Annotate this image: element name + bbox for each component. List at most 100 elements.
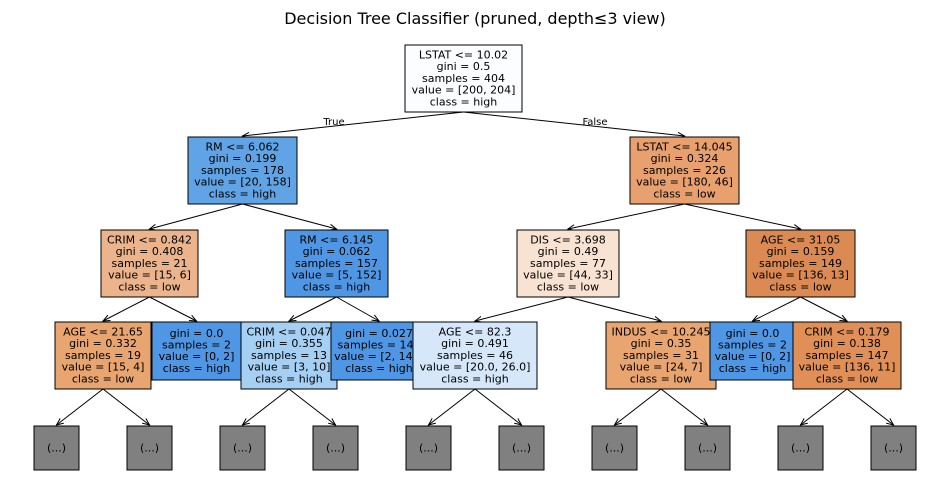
- node-box-l2: [219, 425, 266, 471]
- node-text-n4-line-1: gini = 0.062: [303, 245, 371, 258]
- tree-node-l2: (...): [219, 425, 266, 471]
- node-text-n8-line-1: samples = 2: [162, 339, 231, 352]
- node-text-n11-line-2: samples = 46: [437, 349, 513, 362]
- node-text-n6-line-2: samples = 149: [759, 257, 842, 270]
- node-box-l7: [684, 425, 731, 471]
- node-box-n10: [330, 321, 428, 381]
- node-text-n2-line-1: gini = 0.324: [651, 152, 719, 165]
- node-text-n14-line-3: value = [136, 11]: [799, 361, 896, 374]
- edge-n12-l7: [660, 388, 708, 425]
- node-text-l2-line-0: (...): [233, 441, 252, 454]
- edge-n7-l1: [102, 388, 150, 425]
- node-box-n11: [412, 321, 538, 390]
- node-text-n0-line-4: class = high: [430, 95, 498, 108]
- node-text-n10-line-2: value = [2, 142]: [334, 350, 424, 363]
- edge-n11-l5: [474, 388, 522, 425]
- node-text-n1-line-3: value = [20, 158]: [194, 176, 291, 189]
- node-box-n1: [187, 136, 298, 205]
- node-box-n9: [240, 321, 338, 390]
- node-text-n14-line-1: gini = 0.138: [813, 337, 881, 350]
- node-box-n13: [709, 321, 796, 381]
- node-text-n13-line-2: value = [0, 2]: [715, 350, 791, 363]
- edge-n5-n11: [475, 296, 569, 321]
- node-text-n6-line-0: AGE <= 31.05: [761, 233, 841, 246]
- node-text-l1-line-0: (...): [140, 441, 159, 454]
- edge-n3-n7: [103, 296, 150, 321]
- node-text-n8-line-2: value = [0, 2]: [159, 350, 235, 363]
- node-text-n4-line-3: value = [5, 152]: [292, 269, 382, 282]
- edge-n1-n3: [150, 203, 243, 229]
- node-text-n14-line-2: samples = 147: [806, 349, 889, 362]
- node-text-n14-line-4: class = low: [816, 372, 878, 385]
- node-text-n0-line-0: LSTAT <= 10.02: [419, 48, 508, 61]
- node-text-n11-line-1: gini = 0.491: [441, 337, 509, 350]
- node-text-n10-line-1: samples = 144: [338, 339, 421, 352]
- node-text-l4-line-0: (...): [419, 441, 438, 454]
- node-box-n2: [629, 136, 740, 205]
- node-text-l3-line-0: (...): [326, 441, 345, 454]
- edge-n12-l6: [615, 388, 662, 425]
- node-text-n7-line-0: AGE <= 21.65: [63, 325, 143, 338]
- node-text-n0-line-1: gini = 0.5: [437, 60, 491, 73]
- edge-label-true: True: [322, 117, 344, 128]
- node-text-n1-line-4: class = high: [209, 187, 277, 200]
- edge-n6-n14: [800, 296, 848, 321]
- node-text-n12-line-2: samples = 31: [623, 349, 699, 362]
- node-text-n3-line-1: gini = 0.408: [116, 245, 184, 258]
- node-text-n12-line-0: INDUS <= 10.245: [612, 325, 711, 338]
- node-text-n11-line-3: value = [20.0, 26.0]: [420, 361, 531, 374]
- edge-n11-l4: [429, 388, 476, 425]
- tree-node-l3: (...): [312, 425, 359, 471]
- node-text-n9-line-2: samples = 13: [251, 349, 327, 362]
- node-box-n14: [792, 321, 902, 390]
- node-box-l0: [33, 425, 80, 471]
- node-text-n4-line-4: class = high: [303, 280, 371, 293]
- node-text-n13-line-0: gini = 0.0: [726, 327, 780, 340]
- node-text-n13-line-1: samples = 2: [718, 339, 787, 352]
- node-box-n3: [100, 229, 199, 298]
- node-text-n7-line-2: samples = 19: [65, 349, 141, 362]
- node-text-n5-line-3: value = [44, 33]: [523, 269, 613, 282]
- node-text-n0-line-2: samples = 404: [422, 72, 505, 85]
- node-box-n4: [284, 229, 389, 298]
- edge-n6-n13: [753, 296, 801, 321]
- node-text-n7-line-4: class = low: [72, 372, 134, 385]
- node-text-n8-line-0: gini = 0.0: [170, 327, 224, 340]
- node-text-n6-line-1: gini = 0.159: [767, 245, 835, 258]
- node-text-n11-line-4: class = high: [441, 372, 509, 385]
- node-text-n10-line-0: gini = 0.027: [345, 327, 413, 340]
- node-text-n2-line-3: value = [180, 46]: [636, 176, 733, 189]
- node-text-n5-line-4: class = low: [537, 280, 599, 293]
- diagram-title: Decision Tree Classifier (pruned, depth≤…: [284, 9, 666, 28]
- tree-node-l7: (...): [684, 425, 731, 471]
- node-text-n9-line-1: gini = 0.355: [255, 337, 323, 350]
- node-text-n3-line-4: class = low: [118, 280, 180, 293]
- edge-n1-n4: [242, 203, 337, 229]
- node-box-l6: [591, 425, 638, 471]
- node-text-n2-line-2: samples = 226: [643, 164, 726, 177]
- edge-n0-n1: [243, 111, 464, 136]
- node-box-l1: [126, 425, 173, 471]
- node-text-n5-line-1: gini = 0.49: [538, 245, 599, 258]
- node-text-n6-line-4: class = low: [769, 280, 831, 293]
- edge-n14-l9: [846, 388, 894, 425]
- node-text-l0-line-0: (...): [47, 441, 66, 454]
- node-text-n14-line-0: CRIM <= 0.179: [805, 325, 890, 338]
- node-text-l8-line-0: (...): [791, 441, 810, 454]
- node-text-n1-line-1: gini = 0.199: [209, 152, 277, 165]
- node-text-n9-line-3: value = [3, 10]: [248, 361, 331, 374]
- node-text-n9-line-0: CRIM <= 0.047: [247, 325, 332, 338]
